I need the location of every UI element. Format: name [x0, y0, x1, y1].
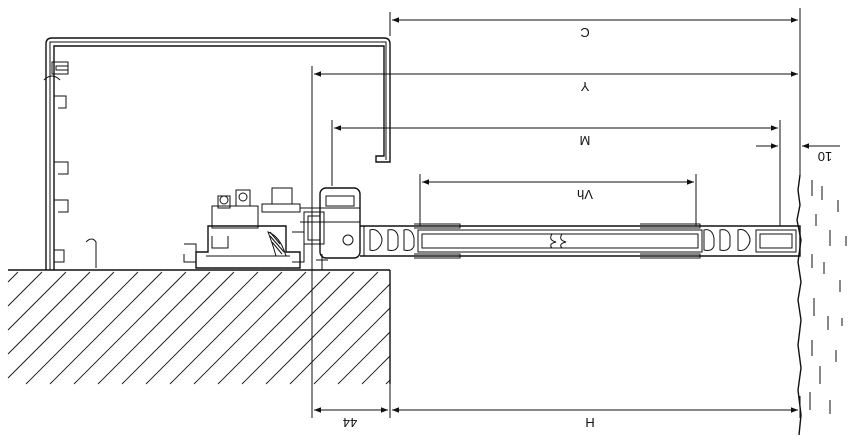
roller-hatch: [269, 231, 285, 255]
hatch-line: [49, 271, 163, 385]
hatch-line: [97, 271, 211, 385]
floor-hatching: [7, 271, 391, 385]
hinge-block: [300, 187, 361, 270]
hatch-line: [241, 271, 355, 385]
hatch-line: [7, 271, 115, 379]
dimension-lines: [311, 8, 840, 418]
hatch-line: [169, 271, 283, 385]
wall-edge: [796, 174, 847, 436]
hatch-line: [7, 271, 43, 307]
dim-label-c: C: [580, 25, 589, 40]
hatch-line: [7, 271, 91, 355]
hatch-line: [289, 283, 391, 385]
dim-label-y: Y: [580, 79, 589, 94]
roller-carriage: [195, 187, 305, 269]
dimension-labels: C Y M 10 Vh 44 H: [343, 25, 832, 430]
dim-label-vh: Vh: [577, 187, 593, 202]
wall-texture: [809, 180, 847, 414]
dim-label-44: 44: [343, 415, 357, 430]
floor-slab: [7, 269, 391, 385]
hatch-line: [385, 379, 391, 385]
hatch-line: [337, 331, 391, 385]
hatch-line: [7, 271, 19, 283]
hatch-line: [313, 307, 391, 385]
hatch-line: [73, 271, 187, 385]
hatch-line: [217, 271, 331, 385]
left-chambers: [369, 229, 415, 251]
hatch-line: [25, 271, 139, 385]
dim-label-h: H: [585, 415, 594, 430]
hatch-line: [361, 355, 391, 385]
hatch-line: [265, 271, 379, 385]
enclosure-profile: [43, 37, 391, 270]
hatch-line: [121, 271, 235, 385]
hatch-line: [7, 271, 67, 331]
sliding-panel: [360, 223, 801, 259]
upside-down-drawing: C Y M 10 Vh 44 H: [7, 8, 847, 436]
hatch-line: [193, 271, 307, 385]
right-chambers: [703, 229, 751, 251]
dim-label-10: 10: [818, 149, 832, 164]
hatch-line: [145, 271, 259, 385]
dim-label-m: M: [580, 133, 591, 148]
